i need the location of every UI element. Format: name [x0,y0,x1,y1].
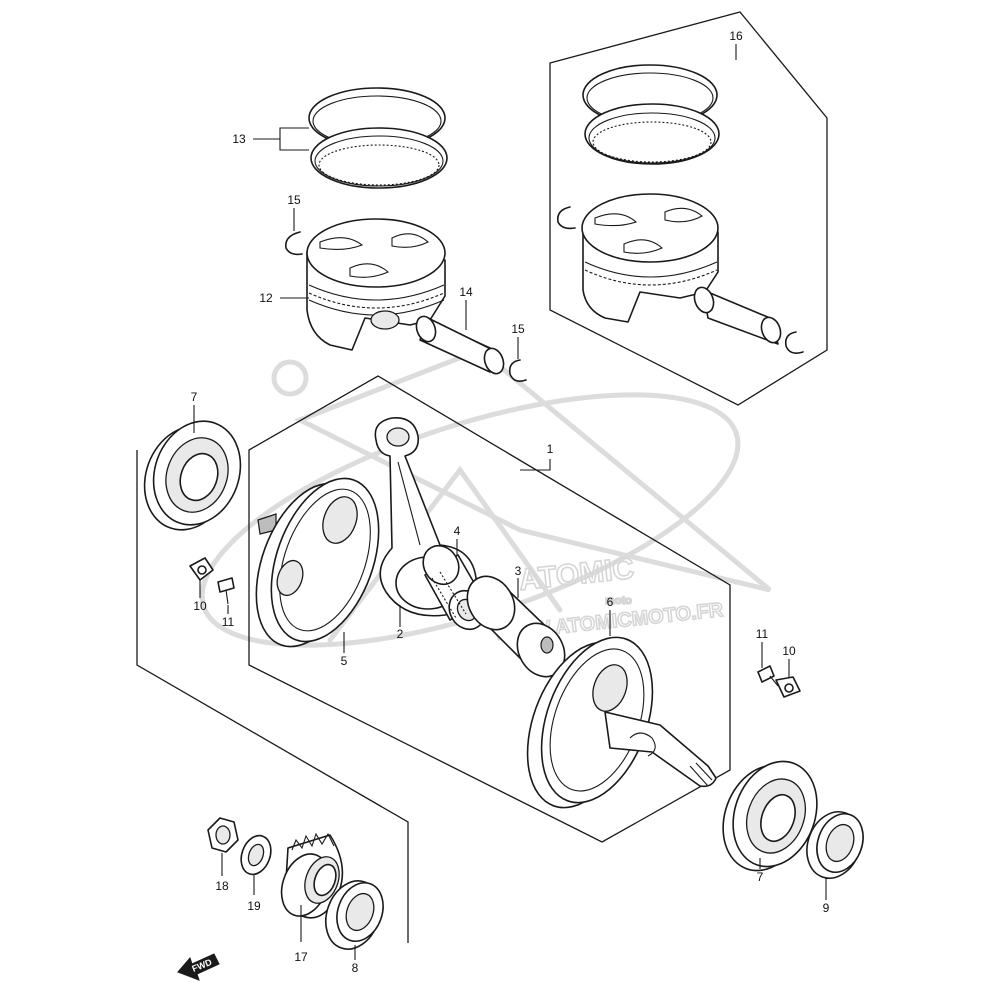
callout-12: 12 [259,291,273,305]
callout-13: 13 [232,132,246,146]
callout-6: 6 [607,595,614,609]
nut [207,817,239,853]
watermark-sub: moto [605,595,632,607]
callout-14: 14 [459,285,473,299]
piston-kit [556,64,804,354]
piston-pin [415,315,505,375]
piston-pin-clip-left [284,231,303,256]
crank-key-right [775,676,801,698]
callout-11-right: 11 [756,627,769,641]
bearing-right [722,760,818,872]
callout-10-right: 10 [782,644,796,658]
callout-18: 18 [215,879,229,893]
bolt-right [757,665,779,687]
fwd-arrow-icon: FWD [177,953,220,981]
callout-4: 4 [454,524,461,538]
callout-7-left: 7 [191,390,198,404]
crank-wheel-right [526,636,717,809]
callout-8: 8 [352,961,359,975]
callout-2: 2 [397,627,404,641]
piston-ring-second [310,127,448,189]
callout-labels: 1 2 3 4 5 6 7 7 8 9 10 10 11 11 12 13 14… [191,29,830,975]
callout-16: 16 [729,29,743,43]
primary-drive-gear [280,832,344,919]
callout-17: 17 [294,950,308,964]
crank-pin [466,575,566,678]
callout-19: 19 [247,899,261,913]
outer-frame-line [136,450,409,943]
callout-15-left: 15 [287,193,301,207]
callout-3: 3 [515,564,522,578]
oil-seal-right [806,811,864,879]
bolt-left [217,577,235,605]
callout-11-left: 11 [222,615,235,629]
piston [306,218,446,351]
crank-wheel-left [255,477,380,648]
piston-kit-frame [549,11,828,406]
piston-pin-clip-right [508,359,527,382]
leader-lines [193,44,827,960]
crank-key-left [189,557,214,581]
callout-1: 1 [547,442,554,456]
callout-15-right: 15 [511,322,525,336]
callout-5: 5 [341,654,348,668]
callout-7-right: 7 [757,870,764,884]
callout-10-left: 10 [193,599,207,613]
callout-9: 9 [823,901,830,915]
bearing-left [143,420,242,531]
oil-seal-left [324,880,384,950]
watermark-brand: ATOMIC [517,552,635,597]
piston-ring-set [308,87,448,189]
washer [240,834,272,876]
crankshaft-assembly-frame [248,375,731,843]
